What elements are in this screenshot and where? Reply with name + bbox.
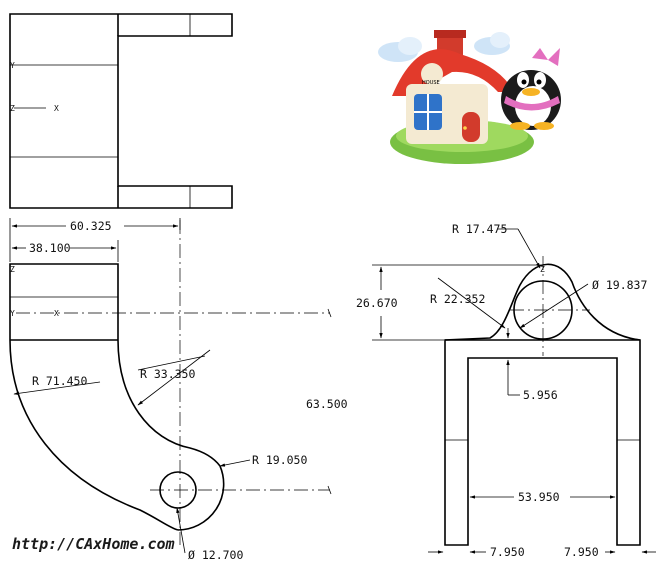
- dim-gap: 5.956: [523, 388, 558, 402]
- leader-line: [437, 277, 506, 329]
- top-view-axis-y: Y: [10, 61, 15, 70]
- watermark: http://CAxHome.com: [12, 535, 175, 553]
- front-view-tick: [327, 308, 332, 318]
- dim-height: 63.500: [306, 397, 348, 411]
- front-view-tick: [327, 485, 332, 495]
- dim-leg-right: 7.950: [564, 545, 599, 559]
- front-view-block: [9, 263, 119, 340]
- dim-r-outer: R 71.450: [32, 374, 87, 388]
- side-view: Z R 17.475 26.670 R 22.352 Ø 19.837 5.95…: [356, 222, 656, 559]
- dim-height-top: 26.670: [356, 296, 398, 310]
- dim-r-fillet: R 22.352: [430, 292, 485, 306]
- penguin-icon: [501, 48, 561, 130]
- top-view-outline: [9, 13, 233, 209]
- dim-hole-dia-side: Ø 19.837: [592, 278, 647, 292]
- dim-r-boss: R 19.050: [252, 453, 307, 467]
- front-view-inner-arc: [117, 339, 221, 467]
- leader-line: [137, 355, 206, 371]
- front-view-axis-y: Y: [10, 309, 15, 318]
- dim-hole-dia: Ø 12.700: [188, 548, 243, 562]
- cloud-icon: [474, 32, 510, 55]
- front-view-axis-x: X: [54, 309, 59, 318]
- top-view-axis-z: Z: [10, 104, 15, 113]
- leader-line: [519, 283, 589, 329]
- clipart: HOUSE: [378, 30, 561, 164]
- side-view-axis-z: Z: [540, 265, 545, 274]
- leader-line: [517, 228, 541, 269]
- leader-line: [176, 507, 186, 554]
- top-view: Y Z X: [9, 13, 233, 209]
- house-icon: HOUSE: [392, 30, 514, 144]
- dim-inner-width: 53.950: [518, 490, 560, 504]
- top-view-axis-x: X: [54, 104, 59, 113]
- house-sign: HOUSE: [422, 80, 440, 86]
- front-view-boss: [177, 465, 225, 531]
- dim-width-overall: 60.325: [70, 219, 112, 233]
- dim-width-block: 38.100: [29, 241, 71, 255]
- dim-r-top: R 17.475: [452, 222, 507, 236]
- leader-line: [219, 459, 251, 467]
- leader-line: [137, 349, 211, 406]
- leader-line: [13, 381, 101, 395]
- front-view-axis-z: Z: [10, 265, 15, 274]
- dim-r-inner: R 33.350: [140, 367, 195, 381]
- front-view: Z Y X 60.325 38.100 R 71.450 R 33.350 63…: [9, 218, 348, 562]
- dim-leg-left: 7.950: [490, 545, 525, 559]
- cloud-icon: [378, 37, 422, 62]
